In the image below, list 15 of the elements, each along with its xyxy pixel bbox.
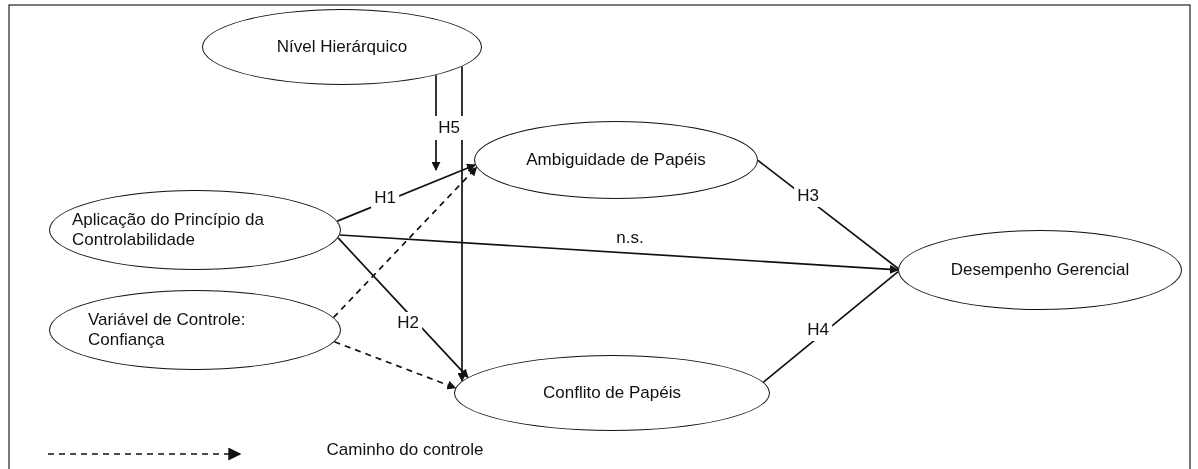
legend-label: Caminho do controle [325,439,485,461]
hypothesis-label: H5 [432,116,466,140]
arrow [339,234,899,274]
arrow [337,237,469,379]
node-label: Desempenho Gerencial [950,259,1130,281]
node-label: Variável de Controle: Confiança [88,309,247,351]
node-label: Ambiguidade de Papéis [526,149,706,171]
arrow [457,65,467,382]
node-label: Conflito de Papéis [543,382,681,404]
edge-label: H3 [794,185,822,207]
node-label: Aplicação do Princípio da Controlabilidade [72,209,265,251]
connector-line [762,270,899,384]
dashed-arrow [332,166,478,319]
node-label: Nível Hierárquico [276,36,408,58]
dashed-arrow [333,340,457,390]
